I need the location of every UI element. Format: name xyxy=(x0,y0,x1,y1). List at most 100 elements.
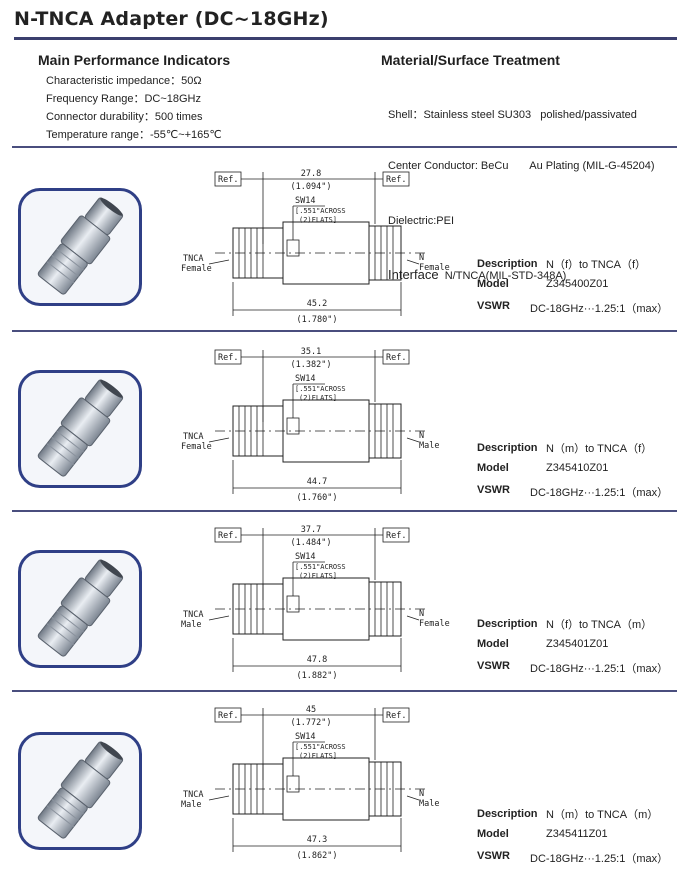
ref-label-right: Ref. xyxy=(386,353,406,363)
top-dimension: 37.7 xyxy=(301,525,321,535)
vswr-value: DC-18GHz···1.25:1（max） xyxy=(530,853,669,865)
spec-temperature: Temperature range：-55℃~+165℃ xyxy=(46,129,222,141)
spec-durability: Connector durability：500 times xyxy=(46,111,203,123)
vswr-label: VSWR xyxy=(477,660,510,672)
model-label: Model xyxy=(477,638,509,650)
right-connector-type: N xyxy=(419,253,424,263)
ref-label-left: Ref. xyxy=(218,353,238,363)
flats-note-b: (2)FLATS] xyxy=(299,752,337,760)
product-photo xyxy=(18,188,142,306)
product-photo xyxy=(18,550,142,668)
flats-note-b: (2)FLATS] xyxy=(299,572,337,580)
left-connector-type: TNCA xyxy=(183,432,203,442)
overall-length-inch: (1.882") xyxy=(297,671,338,681)
description-label: Description xyxy=(477,808,538,820)
ref-label-right: Ref. xyxy=(386,711,406,721)
model-value: Z345411Z01 xyxy=(546,828,608,840)
model-label: Model xyxy=(477,278,509,290)
overall-length: 47.3 xyxy=(307,835,327,845)
material-center: Center Conductor: BeCu Au Plating (MIL-G… xyxy=(388,160,655,172)
overall-length: 45.2 xyxy=(307,299,327,309)
performance-heading: Main Performance Indicators xyxy=(38,52,231,68)
model-value: Z345410Z01 xyxy=(546,462,609,474)
title-rule xyxy=(14,37,677,40)
flats-note-a: [.551"ACROSS xyxy=(295,207,346,215)
flats-note-a: [.551"ACROSS xyxy=(295,563,346,571)
right-connector-gender: Male xyxy=(419,441,439,451)
top-dimension-inch: (1.484") xyxy=(291,538,332,548)
material-heading: Material/Surface Treatment xyxy=(381,52,560,68)
top-dimension-inch: (1.772") xyxy=(291,718,332,728)
page-title: N-TNCA Adapter (DC~18GHz) xyxy=(14,8,329,30)
adapter-photo-icon xyxy=(37,197,124,295)
right-connector-gender: Female xyxy=(419,263,450,273)
description-label: Description xyxy=(477,258,538,270)
flats-note-a: [.551"ACROSS xyxy=(295,743,346,751)
product-photo xyxy=(18,370,142,488)
wrench-size: SW14 xyxy=(295,552,315,562)
left-connector-type: TNCA xyxy=(183,254,203,264)
left-connector-gender: Male xyxy=(181,620,201,630)
ref-label-right: Ref. xyxy=(386,175,406,185)
interface-value: N/TNCA(MIL-STD-348A) xyxy=(444,270,567,282)
ref-label-left: Ref. xyxy=(218,175,238,185)
vswr-value: DC-18GHz···1.25:1（max） xyxy=(530,303,669,315)
product-photo xyxy=(18,732,142,850)
right-connector-type: N xyxy=(419,609,424,619)
performance-list: Characteristic impedance：50Ω Frequency R… xyxy=(46,72,222,144)
wrench-size: SW14 xyxy=(295,732,315,742)
spec-impedance: Characteristic impedance：50Ω xyxy=(46,75,202,87)
ref-label-left: Ref. xyxy=(218,711,238,721)
right-connector-gender: Male xyxy=(419,799,439,809)
model-value: Z345401Z01 xyxy=(546,638,609,650)
top-dimension-inch: (1.094") xyxy=(291,182,332,192)
vswr-label: VSWR xyxy=(477,300,510,312)
flats-note-b: (2)FLATS] xyxy=(299,394,337,402)
left-connector-type: TNCA xyxy=(183,790,203,800)
overall-length-inch: (1.862") xyxy=(297,851,338,861)
dimension-drawing: Ref. Ref. 27.8 (1.094") SW14 [.551"ACROS… xyxy=(175,164,465,334)
overall-length-inch: (1.780") xyxy=(297,315,338,325)
model-label: Model xyxy=(477,828,509,840)
description-value: N（m）to TNCA（m） xyxy=(546,809,659,821)
model-value: Z345400Z01 xyxy=(546,278,609,290)
row-divider-3 xyxy=(12,690,677,692)
ref-label-left: Ref. xyxy=(218,531,238,541)
top-dimension: 27.8 xyxy=(301,169,321,179)
right-connector-type: N xyxy=(419,789,424,799)
description-value: N（f）to TNCA（f） xyxy=(546,259,647,271)
ref-label-right: Ref. xyxy=(386,531,406,541)
top-dimension-inch: (1.382") xyxy=(291,360,332,370)
adapter-photo-icon xyxy=(37,741,124,839)
spec-frequency: Frequency Range：DC~18GHz xyxy=(46,93,201,105)
top-dimension: 35.1 xyxy=(301,347,321,357)
material-shell: Shell：Stainless steel SU303 polished/pas… xyxy=(388,109,637,121)
overall-length: 47.8 xyxy=(307,655,327,665)
material-list: Shell：Stainless steel SU303 polished/pas… xyxy=(388,72,655,303)
right-connector-gender: Female xyxy=(419,619,450,629)
adapter-photo-icon xyxy=(37,379,124,477)
left-connector-gender: Female xyxy=(181,264,212,274)
description-label: Description xyxy=(477,618,538,630)
description-value: N（m）to TNCA（f） xyxy=(546,443,653,455)
section-divider xyxy=(12,146,677,148)
top-dimension: 45 xyxy=(306,705,316,715)
vswr-label: VSWR xyxy=(477,850,510,862)
description-value: N（f）to TNCA（m） xyxy=(546,619,653,631)
dimension-drawing: Ref. Ref. 35.1 (1.382") SW14 [.551"ACROS… xyxy=(175,342,465,512)
vswr-value: DC-18GHz···1.25:1（max） xyxy=(530,663,669,675)
material-dielectric: Dielectric:PEI xyxy=(388,215,455,227)
vswr-label: VSWR xyxy=(477,484,510,496)
overall-length-inch: (1.760") xyxy=(297,493,338,503)
description-label: Description xyxy=(477,442,538,454)
model-label: Model xyxy=(477,462,509,474)
overall-length: 44.7 xyxy=(307,477,327,487)
left-connector-gender: Female xyxy=(181,442,212,452)
flats-note-a: [.551"ACROSS xyxy=(295,385,346,393)
dimension-drawing: Ref. Ref. 37.7 (1.484") SW14 [.551"ACROS… xyxy=(175,520,465,690)
right-connector-type: N xyxy=(419,431,424,441)
wrench-size: SW14 xyxy=(295,374,315,384)
vswr-value: DC-18GHz···1.25:1（max） xyxy=(530,487,669,499)
wrench-size: SW14 xyxy=(295,196,315,206)
dimension-drawing: Ref. Ref. 45 (1.772") SW14 [.551"ACROSS … xyxy=(175,700,465,870)
